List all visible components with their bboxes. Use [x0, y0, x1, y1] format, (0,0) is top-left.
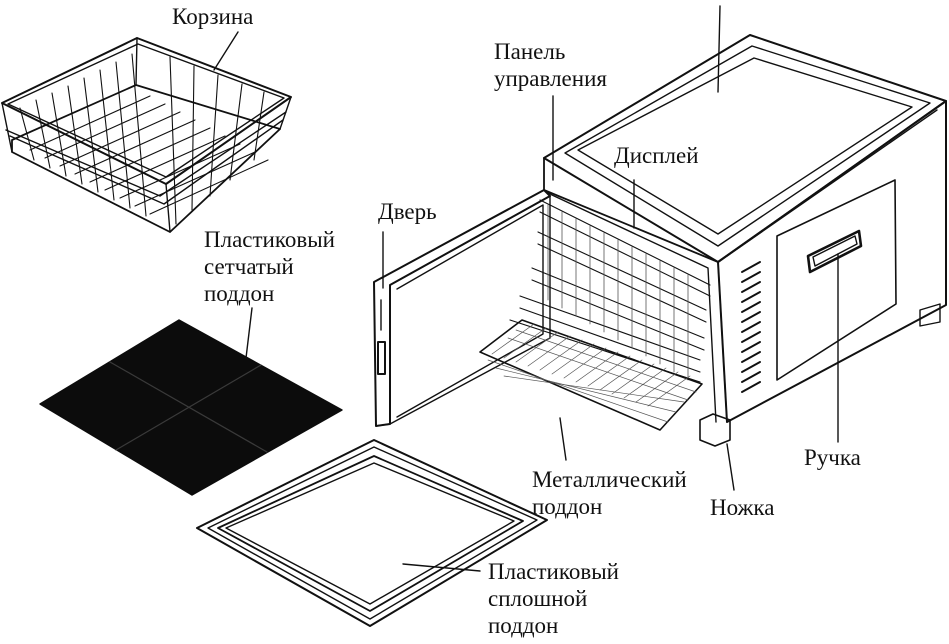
dehydrator-unit-illustration — [373, 34, 947, 447]
label-metal-tray: Металлический поддон — [532, 466, 687, 520]
label-line: Пластиковый — [204, 227, 335, 252]
label-solid-tray: Пластиковый сплошной поддон — [488, 558, 619, 639]
metal-trays-illustration — [479, 199, 711, 431]
label-line: Дисплей — [614, 143, 699, 168]
label-basket: Корзина — [172, 3, 253, 30]
label-line: сетчатый — [204, 254, 294, 279]
label-line: поддон — [532, 494, 603, 519]
label-line: Металлический — [532, 467, 687, 492]
label-display: Дисплей — [614, 142, 699, 169]
label-line: Ручка — [804, 445, 861, 470]
label-line: сплошной — [488, 586, 588, 611]
label-foot: Ножка — [710, 494, 774, 521]
label-line: Пластиковый — [488, 559, 619, 584]
basket-illustration — [1, 37, 292, 233]
label-door: Дверь — [378, 198, 437, 225]
label-line: Панель — [494, 39, 566, 64]
label-line: управления — [494, 66, 607, 91]
label-handle: Ручка — [804, 444, 861, 471]
label-line: Корзина — [172, 4, 254, 29]
label-line: поддон — [204, 281, 275, 306]
label-line: Ножка — [710, 495, 775, 520]
label-control-panel: Панель управления — [494, 38, 607, 92]
vent-slots — [741, 261, 761, 393]
label-line: поддон — [488, 613, 559, 638]
solid-tray-illustration — [196, 439, 548, 627]
label-mesh-tray: Пластиковый сетчатый поддон — [204, 226, 335, 307]
label-line: Дверь — [378, 199, 437, 224]
mesh-tray-illustration — [39, 319, 343, 496]
leader-lines — [213, 5, 839, 572]
door-illustration — [373, 189, 551, 427]
